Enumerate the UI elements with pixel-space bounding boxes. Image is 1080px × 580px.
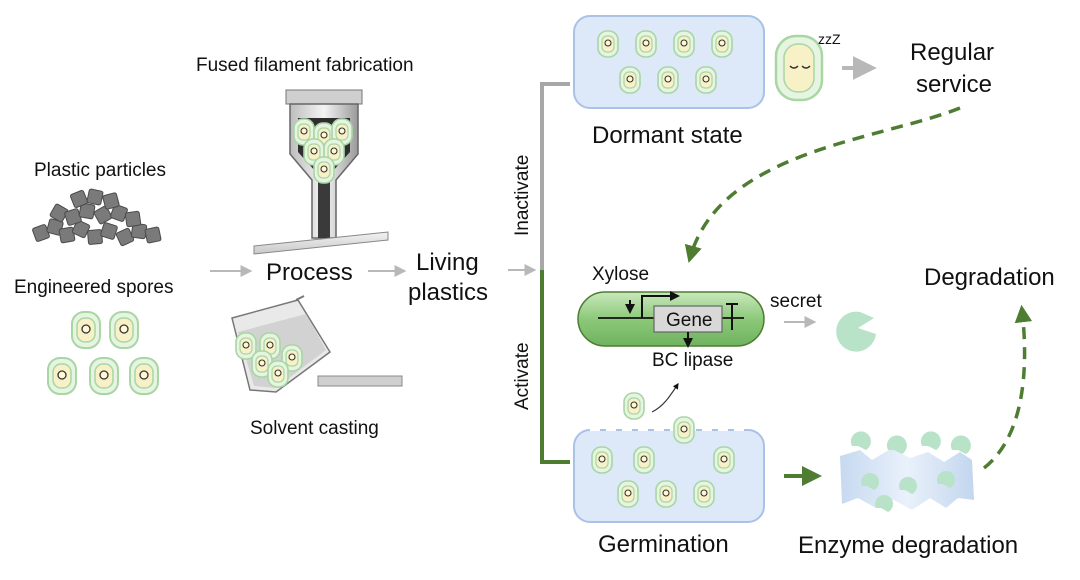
inactivate-label: Inactivate [512, 155, 533, 236]
spore-icon [47, 357, 77, 395]
degradation-label: Degradation [924, 264, 1055, 291]
beaker-icon [231, 295, 403, 393]
plastic-particles-pile [32, 188, 162, 247]
bc-lipase-label: BC lipase [652, 350, 733, 371]
enzyme-degradation-label: Enzyme degradation [798, 532, 1018, 559]
spore-icon [109, 311, 139, 349]
gene-box [653, 305, 723, 333]
degraded-plastic-block [840, 431, 974, 512]
germinating-spore-icon [623, 392, 645, 420]
pacman-enzyme-icon [836, 311, 876, 352]
living-plastics-label-line2: plastics [408, 279, 488, 306]
dormant-state-panel [573, 15, 765, 109]
sleeping-spore-icon [774, 34, 824, 102]
solvent-casting-label: Solvent casting [250, 418, 379, 439]
state-bracket [540, 82, 570, 464]
secret-label: secret [770, 291, 822, 312]
spore-icon [89, 357, 119, 395]
engineered-spores-label: Engineered spores [14, 277, 174, 298]
spore-icon [129, 357, 159, 395]
regular-service-label-line1: Regular [910, 39, 994, 66]
germination-label: Germination [598, 531, 729, 558]
spore-icon [71, 311, 101, 349]
engineered-spores-cluster [47, 311, 159, 395]
xylose-label: Xylose [592, 264, 649, 285]
regular-service-label-line2: service [916, 71, 992, 98]
germination-arrow [651, 383, 679, 413]
fused-filament-label: Fused filament fabrication [196, 55, 414, 76]
dashed-arrow-to-activation [684, 106, 961, 264]
plastic-particles-label: Plastic particles [34, 160, 166, 181]
zzz-label: zzZ [818, 31, 841, 47]
process-label: Process [266, 259, 353, 286]
printer-nozzle-icon [253, 89, 389, 255]
gene-label: Gene [666, 310, 712, 331]
living-plastics-label-line1: Living [416, 249, 479, 276]
germination-panel [573, 416, 765, 523]
dashed-arrow-to-degradation [982, 304, 1033, 470]
activate-label: Activate [512, 342, 533, 410]
dormant-state-label: Dormant state [592, 122, 743, 149]
bacterial-cell [577, 291, 765, 348]
